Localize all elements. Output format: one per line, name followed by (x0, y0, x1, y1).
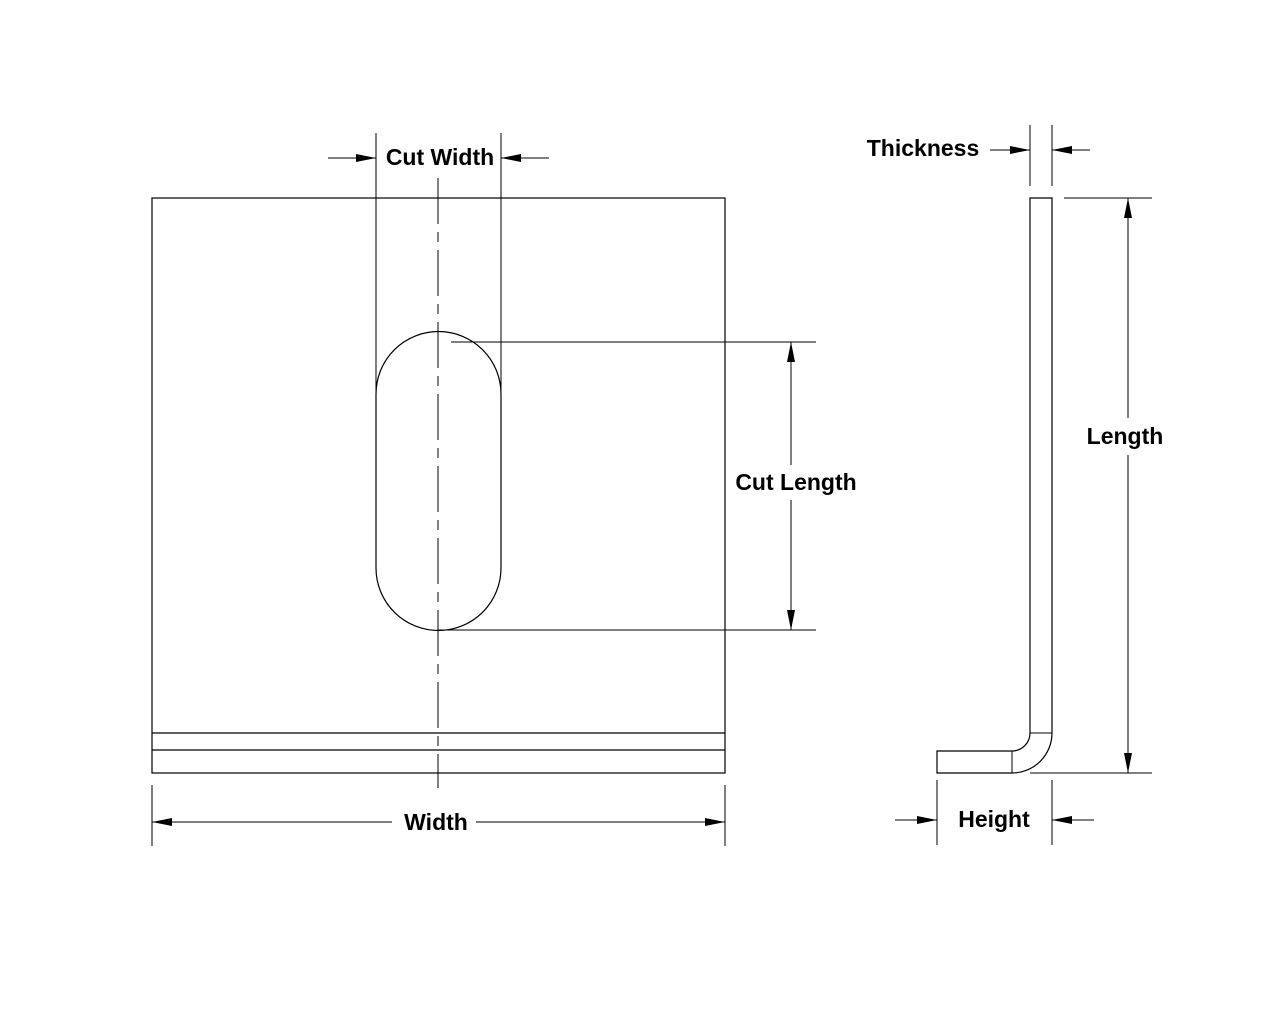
length-label: Length (1087, 423, 1164, 449)
side-profile (936, 197, 1053, 774)
thickness-label: Thickness (867, 135, 980, 161)
cut-length-label: Cut Length (735, 469, 856, 495)
side-view: Thickness Length Height (867, 125, 1164, 845)
cut-width-label: Cut Width (386, 144, 494, 170)
width-label: Width (404, 809, 468, 835)
slot-cut (375, 330, 502, 632)
height-label: Height (958, 806, 1030, 832)
front-view: Cut Width Cut Length Width (151, 133, 857, 846)
